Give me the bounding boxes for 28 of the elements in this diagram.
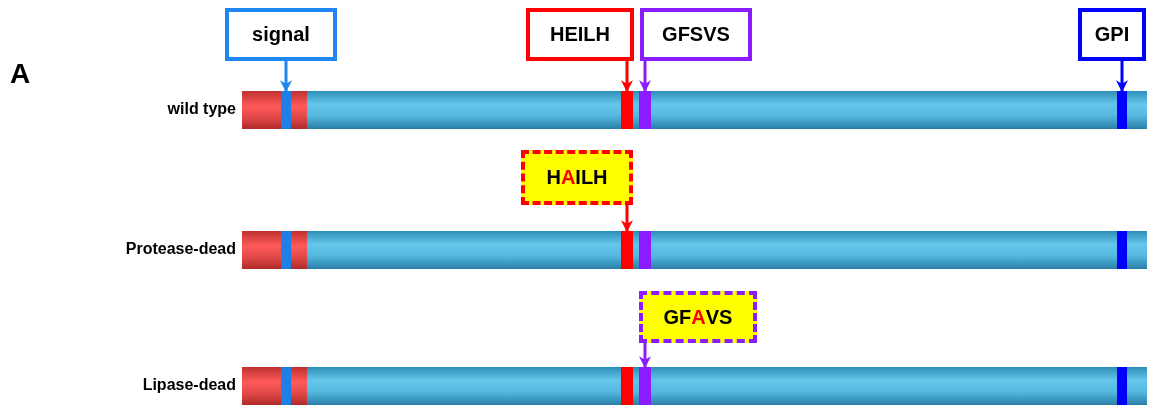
row-label: wild type [167,100,236,118]
arrow [639,61,651,93]
domain-mark [1117,231,1127,269]
row-label: Lipase-dead [142,376,236,394]
domain-mark [621,367,633,405]
arrow [621,61,633,93]
arrow [621,205,633,233]
row-label: Protease-dead [125,240,236,258]
domain-mark [281,91,291,129]
motif-callout: signal [225,8,337,61]
domain-mark [281,231,291,269]
motif-callout: GFSVS [640,8,752,61]
arrow [639,343,651,369]
domain-mark [621,231,633,269]
mutation-callout: HAILH [521,150,633,205]
domain-mark [639,91,651,129]
motif-callout: HEILH [526,8,634,61]
arrow [280,61,292,93]
domain-mark [639,231,651,269]
domain-mark [1117,367,1127,405]
domain-mark [281,367,291,405]
mutation-callout: GFAVS [639,291,757,343]
domain-mark [1117,91,1127,129]
domain-mark [639,367,651,405]
domain-mark [621,91,633,129]
motif-callout: GPI [1078,8,1146,61]
arrow [1116,61,1128,93]
panel-letter: A [10,58,31,90]
